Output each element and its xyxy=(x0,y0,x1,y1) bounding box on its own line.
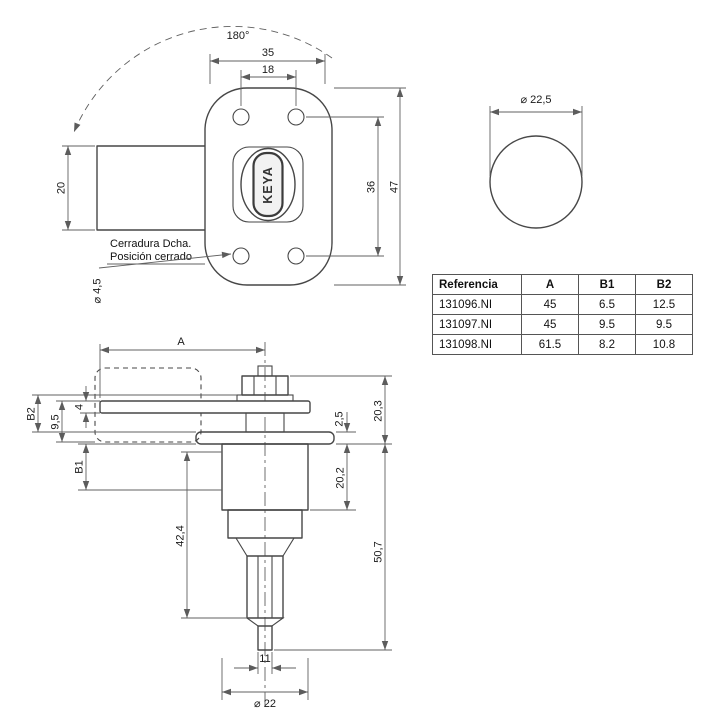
brand-logo-text: KEYA xyxy=(261,166,275,204)
cell-reference: 131097.NI xyxy=(432,314,522,335)
dim-9-5: 9,5 xyxy=(50,400,100,443)
col-header-b2: B2 xyxy=(635,274,693,295)
note-line2: Posición cerrado xyxy=(110,251,192,263)
hole-dia-leader xyxy=(98,251,232,269)
spindle-stem xyxy=(257,625,273,651)
dim-body-20: 20 xyxy=(56,145,95,231)
mount-hole-top-left xyxy=(232,108,250,126)
mount-hole-top-right xyxy=(287,108,305,126)
col-header-referencia: Referencia xyxy=(432,274,522,295)
latch-bar xyxy=(99,400,311,414)
dim-hole-pitch-36: 36 xyxy=(306,116,384,257)
front-view-notes: Cerradura Dcha. Posición cerrado ⌀ 4,5 xyxy=(92,238,232,304)
key-cylinder-face xyxy=(252,151,284,218)
dim-20-3-label: 20,3 xyxy=(373,400,385,421)
table-header-row: Referencia A B1 B2 xyxy=(432,274,693,295)
cell-b2: 10.8 xyxy=(635,334,693,355)
dim-a-label: A xyxy=(177,336,185,348)
front-view: KEYA xyxy=(96,87,333,286)
note-line1: Cerradura Dcha. xyxy=(110,238,191,250)
dim-height-47: 47 xyxy=(334,87,406,286)
dim-width-35: 35 xyxy=(209,47,326,84)
side-view xyxy=(94,342,335,708)
dim-hole-pitch-18: 18 xyxy=(240,64,297,106)
dim-20-2: 20,2 xyxy=(310,444,356,511)
dim-47-label: 47 xyxy=(389,181,401,193)
cylinder-boss xyxy=(232,146,304,223)
dim-dia-22: ⌀ 22 xyxy=(221,658,309,710)
dim-35-label: 35 xyxy=(262,47,274,59)
reference-table: Referencia A B1 B2 131096.NI 45 6.5 12.5… xyxy=(432,274,693,355)
dim-b2: B2 xyxy=(26,394,237,433)
dim-2-5: 2,5 xyxy=(334,411,356,433)
cell-a: 45 xyxy=(521,314,579,335)
dim-36-label: 36 xyxy=(366,181,378,193)
dim-50-7: 50,7 xyxy=(274,444,392,651)
cell-a: 61.5 xyxy=(521,334,579,355)
dim-11: 11 xyxy=(234,652,296,674)
dim-rotation-180: 180° xyxy=(73,25,333,133)
dim-18-label: 18 xyxy=(262,64,274,76)
table-row: 131098.NI 61.5 8.2 10.8 xyxy=(432,334,693,355)
table-row: 131096.NI 45 6.5 12.5 xyxy=(432,294,693,315)
dim-b2-label: B2 xyxy=(26,407,38,420)
cell-reference: 131098.NI xyxy=(432,334,522,355)
mount-hole-bottom-left xyxy=(232,247,250,265)
hole-dia-label: ⌀ 4,5 xyxy=(92,279,104,304)
plug-view: ⌀ 22,5 xyxy=(489,94,583,229)
cell-b2: 12.5 xyxy=(635,294,693,315)
dim-4-label: 4 xyxy=(74,404,86,410)
dim-50-7-label: 50,7 xyxy=(373,541,385,562)
cell-b1: 6.5 xyxy=(578,294,636,315)
cell-reference: 131096.NI xyxy=(432,294,522,315)
dim-2-5-label: 2,5 xyxy=(334,411,346,426)
cell-b1: 9.5 xyxy=(578,314,636,335)
plug-circle xyxy=(489,135,583,229)
dim-42-4-label: 42,4 xyxy=(175,525,187,546)
col-header-a: A xyxy=(521,274,579,295)
dim-11-label: 11 xyxy=(259,653,270,665)
cell-b1: 8.2 xyxy=(578,334,636,355)
dim-20-2-label: 20,2 xyxy=(335,467,347,488)
mount-hole-bottom-right xyxy=(287,247,305,265)
rotation-label: 180° xyxy=(227,30,250,42)
dim-42-4: 42,4 xyxy=(175,451,247,619)
dim-b1-label: B1 xyxy=(74,460,86,473)
lock-body-cylinder xyxy=(96,145,208,231)
key-rosette xyxy=(240,147,296,222)
cell-b2: 9.5 xyxy=(635,314,693,335)
dim-4: 4 xyxy=(74,386,100,428)
dim-9-5-label: 9,5 xyxy=(50,414,62,429)
cell-a: 45 xyxy=(521,294,579,315)
dim-dia-22-label: ⌀ 22 xyxy=(254,698,276,710)
dim-20-label: 20 xyxy=(56,182,68,194)
col-header-b1: B1 xyxy=(578,274,636,295)
table-row: 131097.NI 45 9.5 9.5 xyxy=(432,314,693,335)
plug-dia-label: ⌀ 22,5 xyxy=(520,94,551,106)
dim-b1: B1 xyxy=(74,443,222,491)
dim-a: A xyxy=(99,336,265,398)
